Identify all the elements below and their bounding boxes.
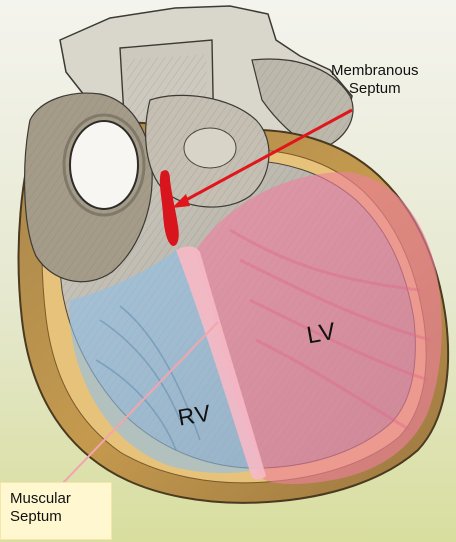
lv-highlight (196, 172, 442, 485)
muscular-septum-label: Muscular Septum (10, 490, 71, 525)
membranous-septum-label: Membranous Septum (331, 62, 419, 97)
tricuspid-orifice (69, 120, 139, 210)
muscular-label-line1: Muscular (10, 490, 71, 507)
rv-label: RV (175, 399, 214, 431)
membranous-label-line2: Septum (348, 79, 401, 97)
valve-cusp (183, 127, 237, 169)
lv-fibers (229, 228, 431, 432)
muscular-septum (176, 246, 266, 480)
muscular-pointer-line (61, 321, 219, 485)
muscular-label-line2: Septum (10, 507, 62, 525)
muscular-septum-label-box (0, 482, 112, 540)
membranous-septum-marker (159, 170, 179, 246)
rv-trabeculae (95, 305, 201, 451)
membranous-label-line1: Membranous (331, 62, 419, 79)
orifice-rim (62, 113, 146, 217)
lv-label: LV (304, 317, 339, 350)
membranous-arrow-head (172, 194, 190, 208)
atrial-appendage-hatch (252, 59, 354, 150)
membranous-arrow-line (185, 108, 353, 202)
